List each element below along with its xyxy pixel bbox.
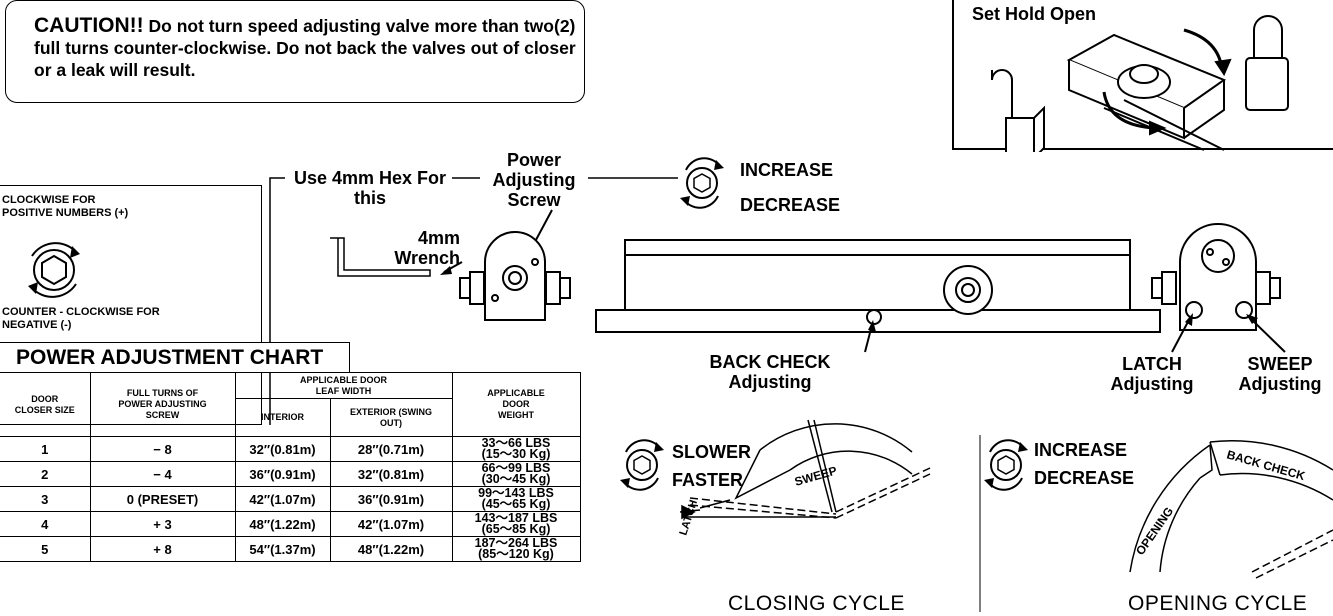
rotation-legend: CLOCKWISE FOR POSITIVE NUMBERS (+) COUNT… bbox=[0, 185, 262, 425]
caution-heading: CAUTION!! bbox=[34, 14, 144, 37]
opening-decrease-label: DECREASE bbox=[1034, 468, 1135, 488]
closer-body bbox=[595, 239, 1161, 333]
size-cell: 5 bbox=[0, 536, 91, 562]
table-row: 4 + 3 48″(1.22m) 42″(1.07m) 143～187 LBS(… bbox=[0, 511, 581, 537]
decrease-label: DECREASE bbox=[740, 195, 841, 215]
interior-cell: 48″(1.22m) bbox=[234, 511, 331, 537]
weight-cell: 33～66 LBS(15～30 Kg) bbox=[451, 436, 581, 462]
clockwise-label: CLOCKWISE FOR POSITIVE NUMBERS (+) bbox=[2, 194, 129, 219]
exterior-cell: 28″(0.71m) bbox=[329, 436, 453, 462]
back-check-label: BACK CHECK Adjusting bbox=[709, 352, 831, 392]
slower-label: SLOWER bbox=[672, 442, 751, 462]
counter-clockwise-label: COUNTER - CLOCKWISE FOR NEGATIVE (-) bbox=[2, 306, 160, 331]
sweep-arc-label: SWEEP bbox=[793, 463, 839, 488]
header-size: DOOR CLOSER SIZE bbox=[0, 372, 91, 437]
hold-open-panel: Set Hold Open bbox=[952, 0, 1333, 152]
size-cell: 4 bbox=[0, 511, 91, 537]
table-row: 2 − 4 36″(0.91m) 32″(0.81m) 66～99 LBS(30… bbox=[0, 461, 581, 487]
faster-label: FASTER bbox=[672, 470, 744, 490]
size-cell: 1 bbox=[0, 436, 91, 462]
exterior-cell: 48″(1.22m) bbox=[329, 536, 453, 562]
exterior-cell: 36″(0.91m) bbox=[329, 486, 453, 512]
header-width: APPLICABLE DOOR LEAF WIDTH bbox=[234, 372, 453, 399]
left-valve-housing bbox=[459, 231, 571, 321]
closed-padlock-icon bbox=[1245, 15, 1289, 111]
header-turns: FULL TURNS OF POWER ADJUSTING SCREW bbox=[89, 372, 236, 437]
exterior-cell: 42″(1.07m) bbox=[329, 511, 453, 537]
opening-arc-label: OPENING bbox=[1133, 504, 1176, 557]
opening-increase-decrease-icon bbox=[984, 439, 1028, 491]
weight-cell: 143～187 LBS(65～85 Kg) bbox=[451, 511, 581, 537]
header-weight: APPLICABLE DOOR WEIGHT bbox=[451, 372, 581, 437]
exterior-cell: 32″(0.81m) bbox=[329, 461, 453, 487]
size-cell: 2 bbox=[0, 461, 91, 487]
turns-cell: 0 (PRESET) bbox=[89, 486, 236, 512]
power-screw-label: Power Adjusting Screw bbox=[492, 150, 576, 210]
hex-tool-label: Use 4mm Hex For this bbox=[293, 168, 447, 208]
hold-open-title: Set Hold Open bbox=[972, 4, 1097, 24]
latch-label: LATCH Adjusting bbox=[1110, 354, 1194, 394]
opening-cycle-caption: OPENING CYCLE bbox=[1128, 592, 1308, 615]
weight-cell: 99～143 LBS(45～65 Kg) bbox=[451, 486, 581, 512]
turns-cell: − 4 bbox=[89, 461, 236, 487]
caution-text: Do not turn speed adjusting valve more t… bbox=[34, 16, 576, 80]
power-chart-title: POWER ADJUSTMENT CHART bbox=[16, 346, 324, 369]
opening-cycle-diagram bbox=[1129, 440, 1333, 579]
open-padlock-icon bbox=[991, 69, 1045, 152]
turns-cell: + 3 bbox=[89, 511, 236, 537]
interior-cell: 42″(1.07m) bbox=[234, 486, 331, 512]
right-valve-housing bbox=[1151, 223, 1281, 331]
table-row: 3 0 (PRESET) 42″(1.07m) 36″(0.91m) 99～14… bbox=[0, 486, 581, 512]
turns-cell: − 8 bbox=[89, 436, 236, 462]
wrench-label: 4mm Wrench bbox=[394, 228, 460, 268]
hex-wrench-icon bbox=[330, 237, 431, 277]
weight-cell: 66～99 LBS(30～45 Kg) bbox=[451, 461, 581, 487]
rotation-hex-icon bbox=[28, 242, 80, 298]
back-check-arc-label: BACK CHECK bbox=[1225, 447, 1307, 483]
hold-open-illustration bbox=[991, 15, 1289, 152]
sweep-label: SWEEP Adjusting bbox=[1238, 354, 1322, 394]
table-row: 1 − 8 32″(0.81m) 28″(0.71m) 33～66 LBS(15… bbox=[0, 436, 581, 462]
header-interior: INTERIOR bbox=[234, 398, 331, 437]
interior-cell: 54″(1.37m) bbox=[234, 536, 331, 562]
increase-label: INCREASE bbox=[740, 160, 834, 180]
interior-cell: 32″(0.81m) bbox=[234, 436, 331, 462]
opening-increase-label: INCREASE bbox=[1034, 440, 1128, 460]
size-cell: 3 bbox=[0, 486, 91, 512]
hold-open-mechanism bbox=[1066, 28, 1232, 151]
closing-cycle-diagram bbox=[679, 419, 931, 520]
power-adjustment-table: DOOR CLOSER SIZE FULL TURNS OF POWER ADJ… bbox=[0, 372, 581, 562]
table-row: 5 + 8 54″(1.37m) 48″(1.22m) 187～264 LBS(… bbox=[0, 536, 581, 562]
increase-decrease-icon bbox=[680, 157, 724, 209]
caution-box: CAUTION!! Do not turn speed adjusting va… bbox=[5, 0, 585, 103]
turns-cell: + 8 bbox=[89, 536, 236, 562]
header-exterior: EXTERIOR (SWING OUT) bbox=[329, 398, 453, 437]
closing-cycle-caption: CLOSING CYCLE bbox=[728, 592, 905, 615]
weight-cell: 187～264 LBS(85～120 Kg) bbox=[451, 536, 581, 562]
slower-faster-icon bbox=[620, 439, 664, 491]
power-chart-title-tab: POWER ADJUSTMENT CHART bbox=[0, 342, 350, 372]
interior-cell: 36″(0.91m) bbox=[234, 461, 331, 487]
